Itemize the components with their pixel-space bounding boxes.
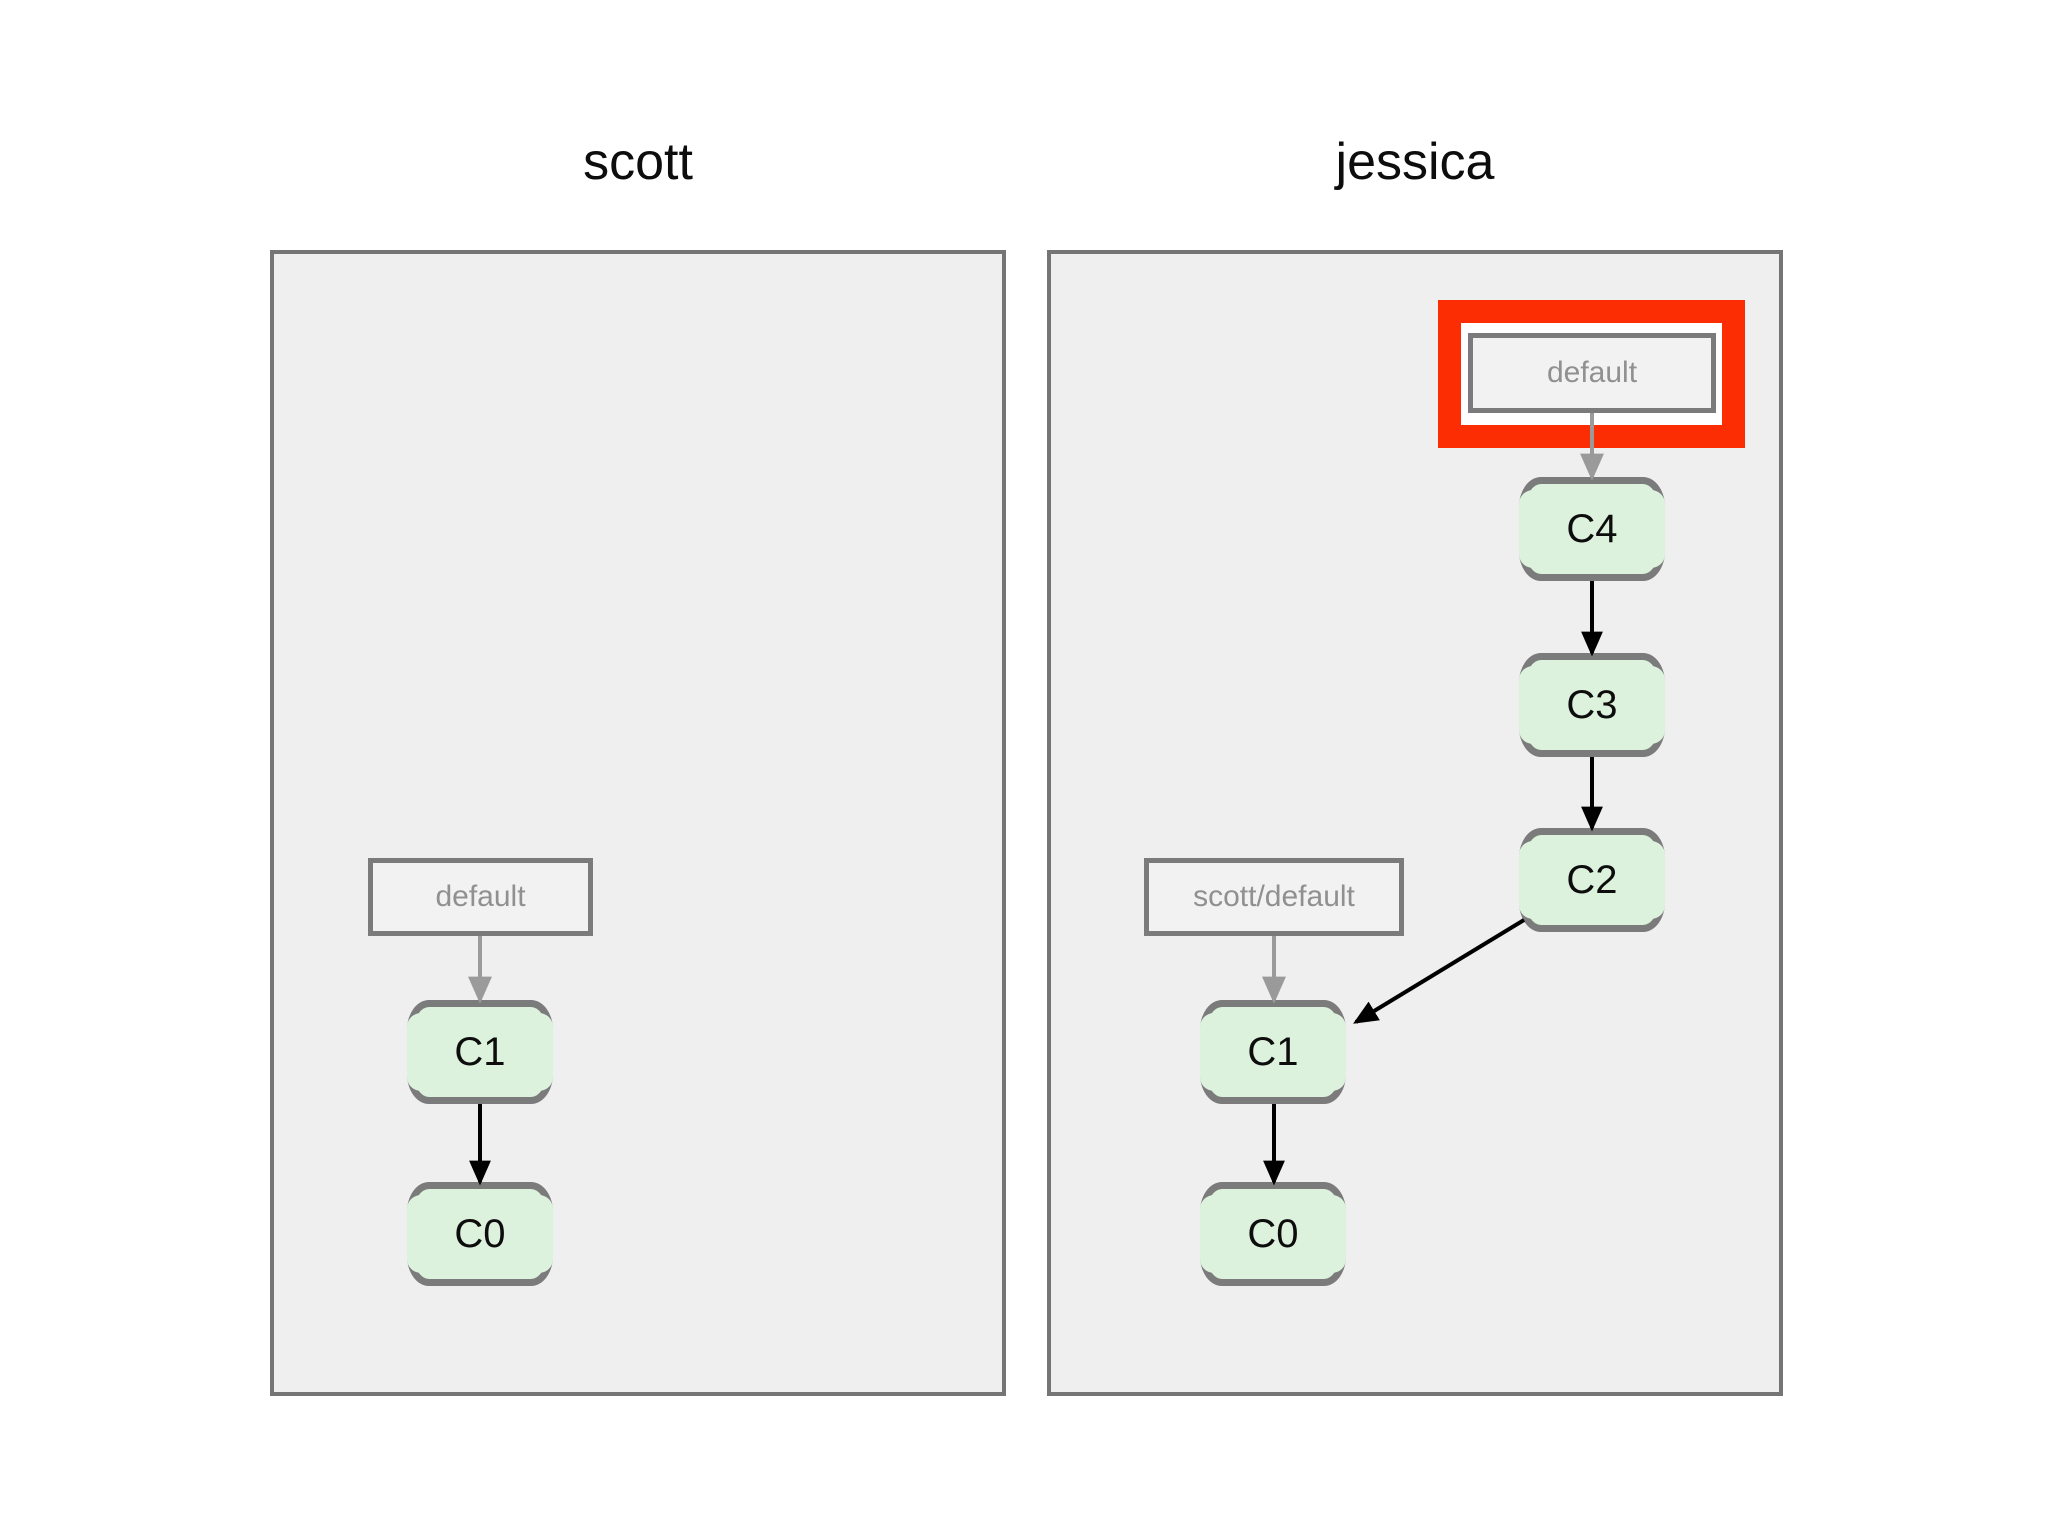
ref-label-jessica-scott-default[interactable]: scott/default xyxy=(1144,858,1404,936)
panel-title-scott: scott xyxy=(583,133,693,191)
commit-node-scott-c1[interactable]: C1 xyxy=(407,1000,553,1104)
commit-label: C1 xyxy=(1247,1030,1299,1074)
commit-label: C4 xyxy=(1566,507,1618,551)
ref-label-text: default xyxy=(1546,356,1638,389)
commit-label: C0 xyxy=(1247,1212,1299,1256)
commit-label: C1 xyxy=(454,1030,506,1074)
repo-panel-scott xyxy=(270,250,1006,1396)
commit-label: C3 xyxy=(1566,683,1618,727)
ref-label-text: scott/default xyxy=(1193,880,1355,913)
commit-label: C0 xyxy=(454,1212,506,1256)
ref-label-text: default xyxy=(435,880,526,913)
commit-node-jessica-c3[interactable]: C3 xyxy=(1519,653,1665,757)
commit-label: C2 xyxy=(1566,858,1618,902)
ref-label-jessica-default[interactable]: default xyxy=(1468,333,1716,413)
commit-node-scott-c0[interactable]: C0 xyxy=(407,1182,553,1286)
commit-node-jessica-c4[interactable]: C4 xyxy=(1519,477,1665,581)
panel-title-jessica: jessica xyxy=(1335,133,1495,191)
ref-label-scott-default[interactable]: default xyxy=(368,858,593,936)
commit-node-jessica-c0[interactable]: C0 xyxy=(1200,1182,1346,1286)
commit-node-jessica-c2[interactable]: C2 xyxy=(1519,828,1665,932)
commit-node-jessica-c1[interactable]: C1 xyxy=(1200,1000,1346,1104)
